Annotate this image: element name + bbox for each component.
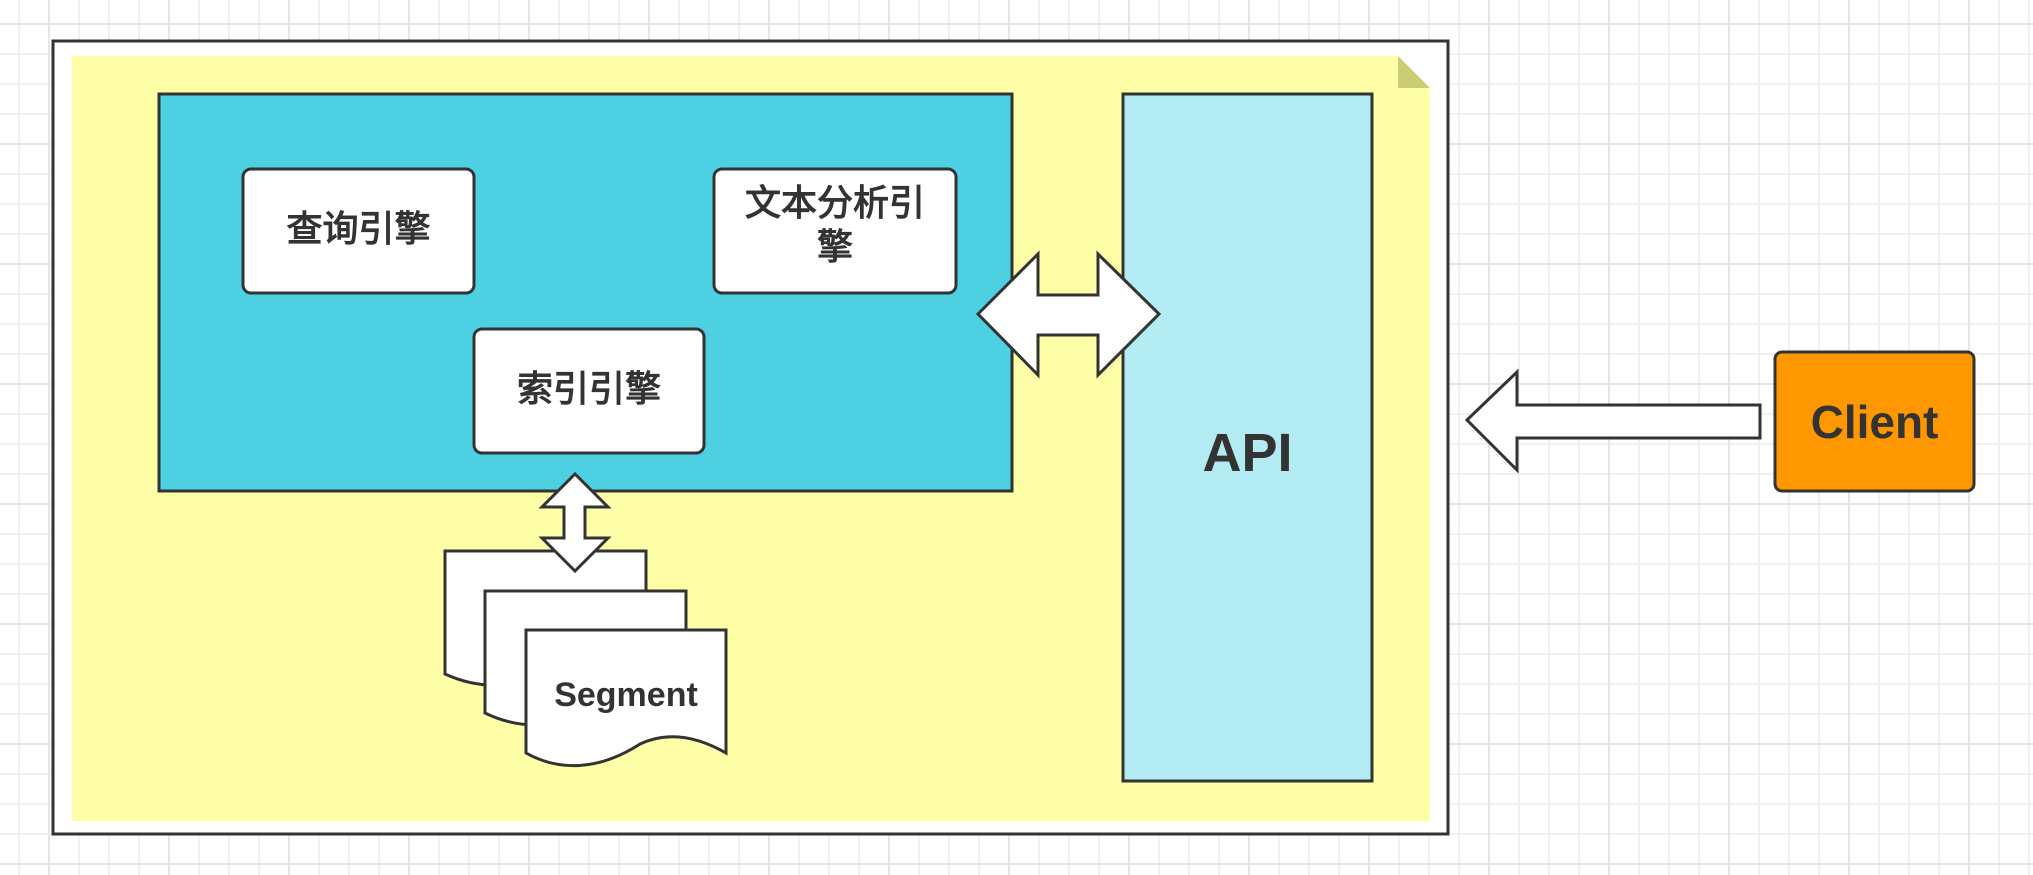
core-api-double-arrow[interactable] (975, 250, 1162, 379)
client-api-arrow[interactable] (1464, 368, 1762, 474)
query-engine-box[interactable] (241, 167, 476, 295)
text-analysis-engine-box[interactable] (712, 167, 958, 295)
index-engine-box[interactable] (472, 327, 706, 455)
segment-sheet-front[interactable] (524, 628, 728, 768)
index-segment-double-arrow[interactable] (538, 471, 612, 574)
note-fold-corner (1398, 56, 1430, 88)
api-box[interactable] (1121, 92, 1374, 783)
client-box[interactable] (1773, 350, 1976, 493)
